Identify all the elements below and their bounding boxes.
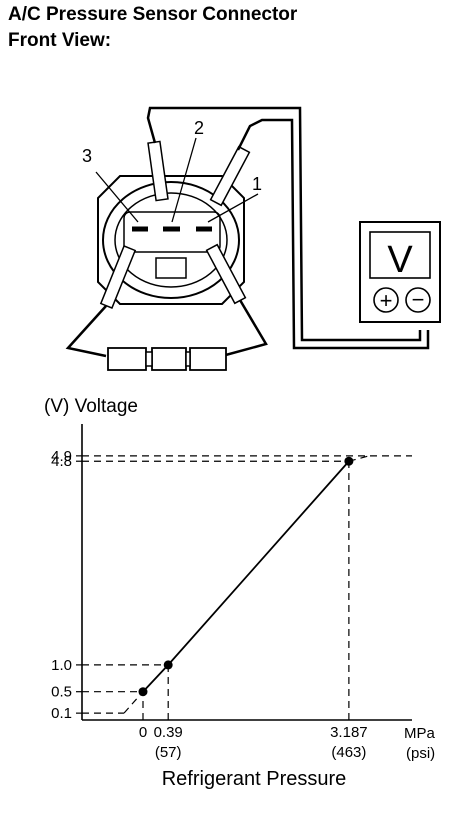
pin-label-3: 3 bbox=[82, 146, 92, 166]
probe-right-top bbox=[209, 145, 251, 207]
pin-label-2: 2 bbox=[194, 118, 204, 138]
x-tick-alt-label-1: (57) bbox=[155, 744, 182, 761]
plus-icon: + bbox=[380, 288, 393, 313]
wire-pin2-to-meter bbox=[146, 106, 422, 342]
meter-plus-terminal bbox=[373, 287, 399, 313]
y-tick-label-0: 0.1 bbox=[51, 705, 72, 722]
diagram-subtitle: Front View: bbox=[8, 30, 112, 51]
harness-block-2 bbox=[151, 347, 187, 371]
voltmeter-symbol: V bbox=[387, 239, 413, 281]
pin-label-1: 1 bbox=[252, 174, 262, 194]
x-unit-label: MPa bbox=[404, 725, 436, 742]
voltmeter: V + − bbox=[359, 221, 441, 323]
data-point-0 bbox=[138, 687, 148, 697]
probe-left-bottom bbox=[99, 245, 137, 309]
diagram-title: A/C Pressure Sensor Connector bbox=[8, 4, 298, 25]
connector-face bbox=[102, 181, 240, 299]
voltage-pressure-chart: 0.1 0.5 1.0 4.84.9 0 0.39 (57) 3.187 (463) bbox=[51, 424, 412, 761]
wire-pin1-to-meter bbox=[236, 118, 430, 350]
y-tick-label-4: 4.9 bbox=[51, 448, 72, 465]
connector-key bbox=[155, 257, 187, 279]
y-tick-label-3: 4.8 bbox=[51, 453, 72, 470]
x-tick-label-2: 3.187 bbox=[330, 724, 368, 741]
x-axis-label: Refrigerant Pressure bbox=[162, 768, 347, 790]
harness-block-1 bbox=[107, 347, 147, 371]
x-unit-alt-label: (psi) bbox=[406, 745, 435, 762]
meter-minus-terminal bbox=[405, 287, 431, 313]
minus-icon: − bbox=[412, 287, 425, 312]
y-tick-label-2: 1.0 bbox=[51, 657, 72, 674]
data-point-2 bbox=[344, 456, 354, 466]
harness-block-3 bbox=[189, 347, 227, 371]
x-tick-label-1: 0.39 bbox=[154, 724, 183, 741]
x-tick-alt-label-2: (463) bbox=[331, 744, 366, 761]
x-tick-label-0: 0 bbox=[139, 724, 147, 741]
voltage-series-line bbox=[142, 460, 350, 693]
leader-pin-2 bbox=[171, 137, 197, 223]
data-point-1 bbox=[163, 660, 173, 670]
wire-ground-loop bbox=[65, 305, 107, 358]
y-tick-label-1: 0.5 bbox=[51, 684, 72, 701]
leader-pin-1 bbox=[207, 193, 259, 223]
leader-pin-3 bbox=[95, 171, 139, 223]
y-axis-label: (V) Voltage bbox=[44, 396, 138, 417]
connector-illustration bbox=[65, 106, 430, 371]
voltmeter-display bbox=[369, 231, 431, 279]
low-extension-guide bbox=[123, 691, 144, 714]
